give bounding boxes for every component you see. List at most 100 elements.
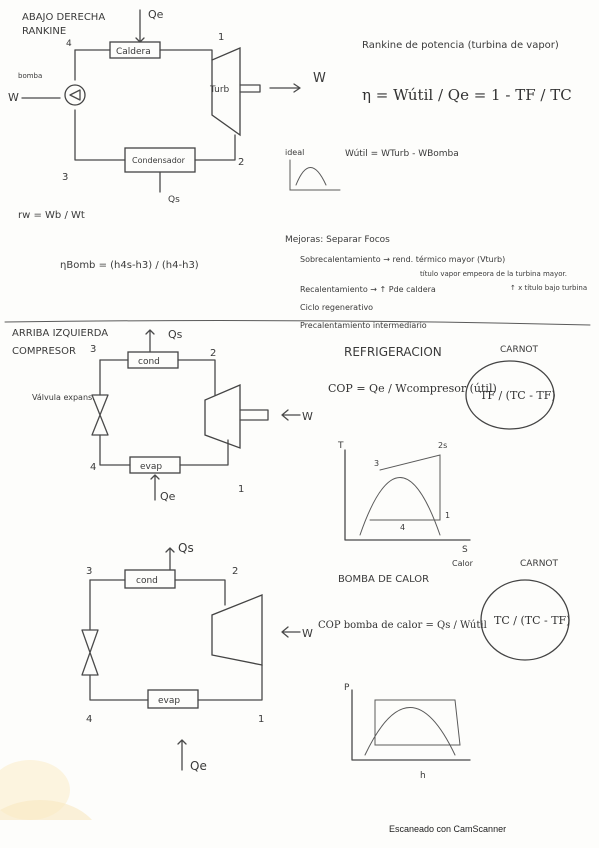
rankine-loop-sides bbox=[74, 49, 236, 161]
refrig-evap-label: evap bbox=[140, 462, 162, 472]
refrig-title: REFRIGERACION bbox=[344, 345, 442, 359]
boiler-label: Caldera bbox=[116, 47, 151, 57]
hp-loop-top bbox=[89, 579, 226, 606]
state-3-hp: 3 bbox=[86, 566, 92, 577]
compressor-shaft bbox=[239, 409, 301, 421]
scanner-footer: Escaneado con CamScanner bbox=[389, 824, 507, 834]
hp-work: W bbox=[302, 627, 313, 640]
refrig-cond-label: cond bbox=[138, 357, 160, 367]
handwritten-sheet: ABAJO DERECHA RANKINE Qe Caldera bomba W… bbox=[0, 8, 591, 820]
section-divider bbox=[4, 320, 591, 326]
hp-cop-formula: COP bomba de calor = Qs / Wútil bbox=[318, 620, 487, 631]
rankine-subheader: RANKINE bbox=[22, 26, 66, 37]
ts-axis-s: S bbox=[462, 545, 468, 555]
expansion-valve bbox=[91, 394, 109, 436]
ts-axis-t: T bbox=[337, 441, 344, 451]
work-formula: Wútil = WTurb - WBomba bbox=[345, 149, 459, 159]
side-note: ↑ x título bajo turbina bbox=[510, 284, 587, 292]
improvement-1: Sobrecalentamiento → rend. térmico mayor… bbox=[300, 254, 505, 264]
state-3-refrig: 3 bbox=[90, 344, 96, 355]
refrig-loop-top bbox=[99, 359, 216, 396]
refrig-header: ARRIBA IZQUIERDA bbox=[12, 328, 108, 339]
boiler-box bbox=[109, 41, 161, 59]
refrig-carnot-formula: TF / (TC - TF) bbox=[480, 389, 556, 402]
ts-curve bbox=[359, 454, 441, 536]
refrig-evap-box bbox=[129, 456, 181, 474]
improvement-4: Ciclo regenerativo bbox=[300, 303, 373, 312]
state-3-rankine: 3 bbox=[62, 172, 68, 183]
hp-carnot-formula: TC / (TC - TF) bbox=[494, 614, 570, 627]
hp-cond-box bbox=[124, 569, 176, 589]
ph-axis-p: P bbox=[344, 683, 350, 693]
hp-work-arrow bbox=[281, 626, 301, 638]
hp-loop-bottom bbox=[89, 579, 263, 701]
pump-triangle bbox=[69, 89, 81, 101]
ratio-formula: rw = Wb / Wt bbox=[18, 210, 85, 221]
ph-curve bbox=[364, 699, 461, 756]
ideal-label: ideal bbox=[285, 148, 304, 157]
ts-point-2s: 2s bbox=[438, 441, 447, 450]
hp-heat-out: Qs bbox=[178, 541, 194, 555]
turbine-work: W bbox=[313, 71, 326, 86]
hp-calor-label: Calor bbox=[452, 559, 474, 568]
turbine-label: Turb bbox=[209, 85, 230, 95]
pump-work: W bbox=[8, 91, 19, 104]
state-1-refrig: 1 bbox=[238, 484, 244, 495]
state-1-hp: 1 bbox=[258, 714, 264, 725]
hp-carnot-label: CARNOT bbox=[520, 559, 559, 569]
ts-point-3: 3 bbox=[374, 459, 379, 468]
state-4-hp: 4 bbox=[86, 714, 92, 725]
ts-axes bbox=[344, 449, 471, 541]
pump-symbol bbox=[64, 84, 86, 106]
improvements-title: Mejoras: Separar Focos bbox=[285, 235, 390, 245]
refrig-cond-box bbox=[127, 351, 179, 369]
efficiency-formula: η = Wútil / Qe = 1 - TF / TC bbox=[362, 86, 572, 104]
ideal-ts-sketch bbox=[289, 159, 341, 191]
state-4-rankine: 4 bbox=[66, 39, 72, 49]
refrig-carnot-label: CARNOT bbox=[500, 345, 539, 355]
ph-axis-h: h bbox=[420, 771, 426, 781]
hp-heat-out-arrow bbox=[165, 547, 175, 571]
pump-label: bomba bbox=[18, 72, 42, 80]
hp-carnot-circle bbox=[480, 579, 570, 661]
hp-evap-box bbox=[147, 689, 199, 709]
improvement-3: Recalentamiento → ↑ Pde caldera bbox=[300, 285, 436, 294]
pump-eff-formula: ηBomb = (h4s-h3) / (h4-h3) bbox=[60, 260, 199, 271]
hp-title: BOMBA DE CALOR bbox=[338, 574, 429, 585]
state-2-hp: 2 bbox=[232, 566, 238, 577]
refrig-carnot-circle bbox=[465, 360, 555, 430]
hp-heat-in: Qe bbox=[190, 759, 207, 773]
refrig-heat-in: Qe bbox=[160, 490, 176, 503]
ts-point-1: 1 bbox=[445, 511, 450, 520]
hp-cond-label: cond bbox=[136, 576, 158, 586]
rankine-header: ABAJO DERECHA bbox=[22, 12, 105, 23]
state-1-rankine: 1 bbox=[218, 32, 224, 43]
ph-axes bbox=[351, 689, 471, 761]
rankine-heat-out: Qs bbox=[168, 195, 180, 205]
refrig-cop-formula: COP = Qe / Wcompresor (útil) bbox=[328, 382, 497, 395]
turbine-shaft bbox=[239, 83, 301, 93]
refrig-heat-out-arrow bbox=[145, 329, 155, 353]
valve-label: Válvula expans. bbox=[32, 393, 95, 402]
compressor-symbol bbox=[204, 384, 241, 449]
refrig-loop-bottom bbox=[99, 359, 229, 466]
improvement-2: título vapor empeora de la turbina mayor… bbox=[420, 270, 567, 278]
hp-heat-in-arrow bbox=[177, 739, 187, 771]
refrig-heat-in-arrow bbox=[150, 474, 160, 501]
hp-compressor-symbol bbox=[211, 594, 263, 666]
improvement-5: Precalentamiento intermediario bbox=[300, 321, 427, 330]
condenser-label: Condensador bbox=[132, 156, 186, 165]
hp-evap-label: evap bbox=[158, 696, 180, 706]
hp-valve bbox=[81, 629, 99, 676]
state-4-refrig: 4 bbox=[90, 462, 96, 473]
ts-point-4: 4 bbox=[400, 523, 405, 532]
rankine-heat-in: Qe bbox=[148, 8, 164, 21]
refrig-work: W bbox=[302, 410, 313, 423]
rankine-loop-top bbox=[74, 49, 213, 61]
state-2-rankine: 2 bbox=[238, 157, 244, 168]
refrig-heat-out: Qs bbox=[168, 328, 183, 341]
refrig-subheader: COMPRESOR bbox=[12, 346, 76, 357]
turbine-symbol bbox=[211, 47, 241, 137]
rankine-title: Rankine de potencia (turbina de vapor) bbox=[362, 40, 559, 51]
